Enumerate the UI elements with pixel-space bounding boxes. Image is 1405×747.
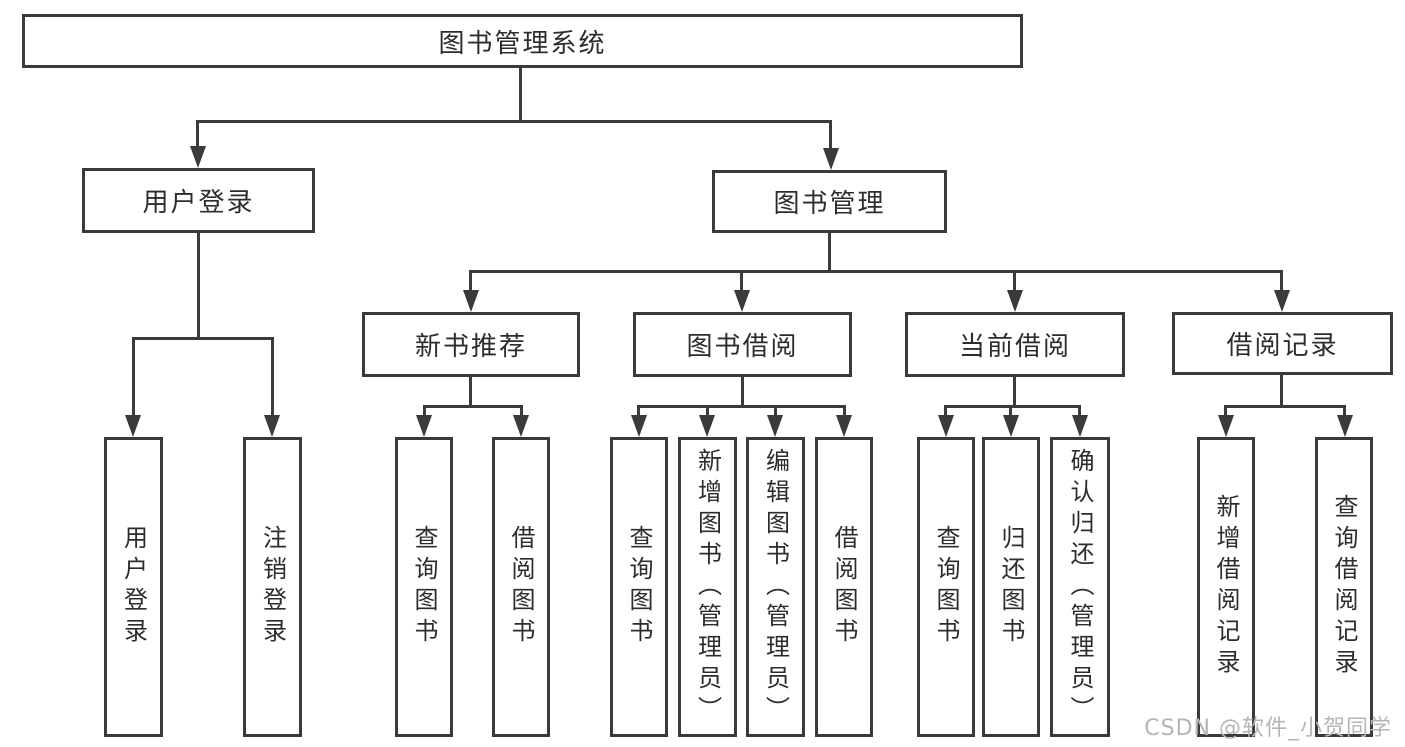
leaf-recommend-query-books: 查询图书 xyxy=(395,437,453,737)
connector-recommend-bar xyxy=(423,405,523,408)
node-user-login: 用户登录 xyxy=(82,168,315,233)
node-current-borrowing: 当前借阅 xyxy=(905,312,1125,377)
node-book-management: 图书管理 xyxy=(712,170,947,233)
connector-userlogin-stub xyxy=(197,233,200,340)
node-borrowing-records: 借阅记录 xyxy=(1172,312,1393,375)
connector-records-drop xyxy=(1343,405,1346,417)
leaf-borrowing-query-books: 查询图书 xyxy=(610,437,668,737)
connector-root-stub xyxy=(519,68,522,122)
connector-bookmgmt-bar xyxy=(469,270,1283,273)
arrow-down-icon xyxy=(463,290,479,312)
arrow-down-icon xyxy=(1337,415,1353,437)
connector-recommend-drop xyxy=(423,405,426,417)
arrow-down-icon xyxy=(1003,415,1019,437)
leaf-borrowing-edit-books-admin: 编辑图书（管理员） xyxy=(746,437,805,737)
leaf-logout: 注销登录 xyxy=(243,437,302,737)
leaf-user-login: 用户登录 xyxy=(104,437,163,737)
node-new-book-recommend: 新书推荐 xyxy=(362,312,580,377)
connector-root-drop-right xyxy=(829,120,832,150)
leaf-current-confirm-return-admin: 确认归还（管理员） xyxy=(1050,437,1110,737)
node-book-borrowing: 图书借阅 xyxy=(633,312,852,377)
arrow-down-icon xyxy=(734,290,750,312)
connector-userlogin-drop xyxy=(132,337,135,417)
leaf-current-query-books: 查询图书 xyxy=(917,437,975,737)
arrow-down-icon xyxy=(1007,290,1023,312)
arrow-down-icon xyxy=(513,415,529,437)
connector-userlogin-drop xyxy=(271,337,274,417)
arrow-down-icon xyxy=(767,415,783,437)
connector-records-stub xyxy=(1280,375,1283,408)
connector-bookmgmt-drop xyxy=(1280,270,1283,292)
arrow-down-icon xyxy=(836,415,852,437)
connector-recommend-drop xyxy=(520,405,523,417)
leaf-records-query-record: 查询借阅记录 xyxy=(1315,437,1373,737)
connector-recommend-stub xyxy=(469,377,472,408)
connector-borrowing-drop xyxy=(843,405,846,417)
arrow-down-icon xyxy=(823,148,839,170)
arrow-down-icon xyxy=(190,146,206,168)
leaf-borrowing-borrow-books: 借阅图书 xyxy=(815,437,873,737)
connector-current-drop xyxy=(1009,405,1012,417)
connector-borrowing-drop xyxy=(637,405,640,417)
arrow-down-icon xyxy=(699,415,715,437)
leaf-records-add-record: 新增借阅记录 xyxy=(1197,437,1255,737)
leaf-recommend-borrow-books: 借阅图书 xyxy=(492,437,550,737)
arrow-down-icon xyxy=(631,415,647,437)
connector-borrowing-bar xyxy=(637,405,846,408)
arrow-down-icon xyxy=(264,415,280,437)
arrow-down-icon xyxy=(938,415,954,437)
leaf-borrowing-add-books-admin: 新增图书（管理员） xyxy=(678,437,737,737)
arrow-down-icon xyxy=(416,415,432,437)
connector-current-drop xyxy=(944,405,947,417)
connector-current-bar xyxy=(944,405,1081,408)
leaf-current-return-books: 归还图书 xyxy=(982,437,1040,737)
connector-current-stub xyxy=(1013,377,1016,408)
arrow-down-icon xyxy=(1218,415,1234,437)
connector-records-drop xyxy=(1224,405,1227,417)
arrow-down-icon xyxy=(1072,415,1088,437)
connector-bookmgmt-drop xyxy=(469,270,472,292)
csdn-watermark: CSDN @软件_小贺同学 xyxy=(1144,716,1392,741)
arrow-down-icon xyxy=(1274,290,1290,312)
connector-root-bar xyxy=(196,120,832,123)
connector-records-bar xyxy=(1224,405,1346,408)
connector-bookmgmt-drop xyxy=(740,270,743,292)
connector-bookmgmt-drop xyxy=(1013,270,1016,292)
connector-userlogin-bar xyxy=(132,337,274,340)
connector-borrowing-drop xyxy=(706,405,709,417)
connector-borrowing-drop xyxy=(774,405,777,417)
arrow-down-icon xyxy=(125,415,141,437)
connector-current-drop xyxy=(1078,405,1081,417)
connector-root-drop-left xyxy=(196,120,199,148)
connector-borrowing-stub xyxy=(741,377,744,408)
connector-bookmgmt-stub xyxy=(828,233,831,273)
node-library-system: 图书管理系统 xyxy=(22,14,1023,68)
